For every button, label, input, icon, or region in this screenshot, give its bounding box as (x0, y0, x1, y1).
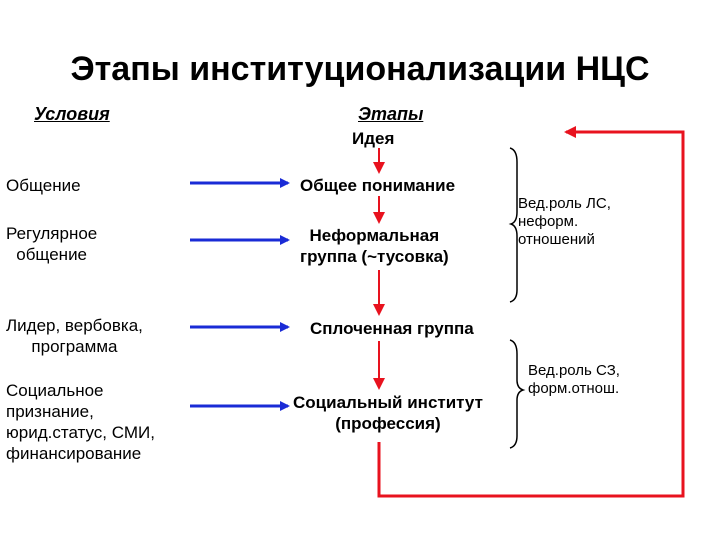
note-formal-roles: Вед.роль СЗ, форм.отнош. (528, 362, 620, 398)
condition-line: Общение (6, 176, 81, 195)
stage-social-institution: Социальный институт (профессия) (293, 392, 483, 434)
note-line: Вед.роль СЗ, (528, 362, 620, 379)
condition-line: юрид.статус, СМИ, (6, 423, 155, 442)
stage-line: Идея (352, 129, 395, 148)
bracket-formal (509, 339, 526, 449)
stage-idea: Идея (352, 128, 394, 149)
conditions-header: Условия (34, 104, 110, 124)
condition-line: Лидер, вербовка, (6, 316, 143, 335)
stage-line: Сплоченная группа (310, 319, 474, 338)
stage-line: Неформальная (309, 226, 440, 245)
stage-informal-group: Неформальная группа (~тусовка) (300, 225, 449, 267)
note-line: отношений (518, 231, 595, 248)
condition-communication: Общение (6, 175, 81, 196)
note-line: Вед.роль ЛС, (518, 195, 611, 212)
note-line: форм.отнош. (528, 380, 620, 397)
feedback-loop-arrow (377, 126, 685, 498)
stage-line: Общее понимание (300, 176, 456, 195)
condition-line: общение (16, 245, 88, 264)
stage-cohesive-group: Сплоченная группа (310, 318, 474, 339)
condition-line: финансирование (6, 444, 142, 463)
condition-social-recognition: Социальное признание, юрид.статус, СМИ, … (6, 380, 155, 464)
condition-line: Социальное (6, 381, 104, 400)
condition-line: Регулярное (6, 224, 98, 243)
stage-line: группа (~тусовка) (300, 247, 449, 266)
condition-line: программа (31, 337, 118, 356)
stages-header: Этапы (358, 104, 424, 124)
note-informal-roles: Вед.роль ЛС, неформ. отношений (518, 195, 611, 249)
note-line: неформ. (518, 213, 579, 230)
stage-line: (профессия) (335, 414, 441, 433)
condition-regular-communication: Регулярное общение (6, 223, 97, 265)
bracket-informal (508, 147, 518, 303)
condition-line: признание, (6, 402, 94, 421)
page-title: Этапы институционализации НЦС (70, 50, 650, 88)
stage-line: Социальный институт (293, 393, 483, 412)
condition-leader: Лидер, вербовка, программа (6, 315, 143, 357)
stage-common-understanding: Общее понимание (300, 175, 455, 196)
